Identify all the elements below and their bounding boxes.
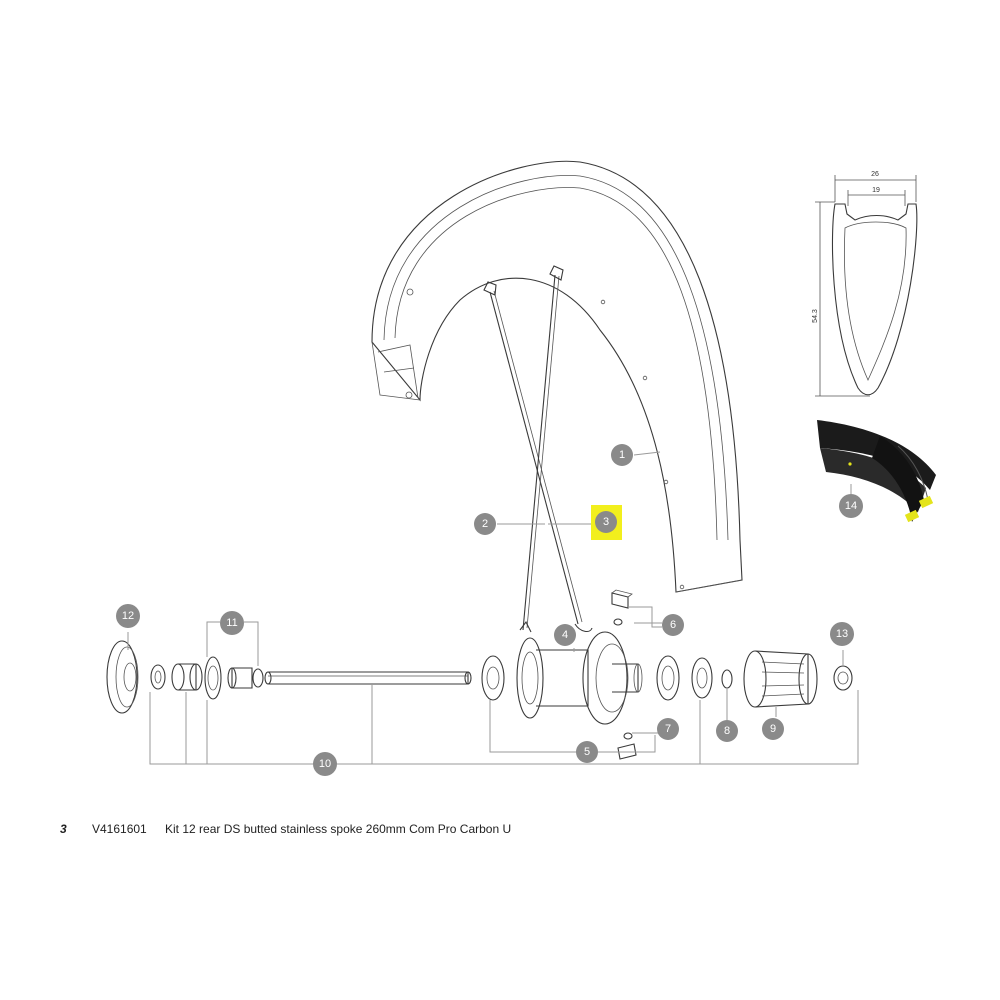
svg-text:13: 13 [836, 628, 848, 640]
caption-item-number: 3 [60, 822, 67, 836]
rim-profile-drawing: 26 19 54.3 [812, 171, 918, 397]
callout-4[interactable]: 4 [554, 624, 576, 646]
callout-11[interactable]: 11 [220, 611, 244, 635]
rim-height: 54.3 [812, 309, 819, 323]
callout-10[interactable]: 10 [313, 752, 337, 776]
callout-12[interactable]: 12 [116, 604, 140, 628]
svg-text:6: 6 [670, 619, 676, 631]
svg-text:5: 5 [584, 746, 590, 758]
svg-text:3: 3 [603, 516, 609, 528]
caption-reference-code: V4161601 [92, 822, 147, 836]
callout-7[interactable]: 7 [657, 718, 679, 740]
leader-lines [127, 451, 859, 765]
callout-14[interactable]: 14 [839, 494, 863, 518]
svg-text:10: 10 [319, 758, 331, 770]
svg-text:9: 9 [770, 723, 776, 735]
callout-5[interactable]: 5 [576, 741, 598, 763]
hub-assembly-drawing [106, 589, 853, 760]
callout-markers: 1 2 3 4 5 6 7 8 9 10 11 12 13 14 [116, 444, 863, 776]
callout-9[interactable]: 9 [762, 718, 784, 740]
svg-text:7: 7 [665, 723, 671, 735]
caption-part-description: Kit 12 rear DS butted stainless spoke 26… [165, 822, 512, 836]
rim-drawing [371, 160, 743, 593]
callout-1[interactable]: 1 [611, 444, 633, 466]
callout-8[interactable]: 8 [716, 720, 738, 742]
tire-drawing [817, 420, 936, 523]
svg-text:1: 1 [619, 449, 625, 461]
callout-13[interactable]: 13 [830, 622, 854, 646]
svg-text:14: 14 [845, 500, 857, 512]
rim-outer-width: 26 [871, 171, 879, 178]
callout-3[interactable]: 3 [595, 511, 617, 533]
svg-text:8: 8 [724, 725, 730, 737]
part-caption-row: 3 V4161601 Kit 12 rear DS butted stainle… [0, 822, 1000, 842]
svg-text:4: 4 [562, 629, 568, 641]
spokes-drawing [483, 265, 593, 633]
rim-inner-width: 19 [872, 187, 880, 194]
callout-2[interactable]: 2 [474, 513, 496, 535]
svg-text:11: 11 [226, 617, 237, 629]
callout-6[interactable]: 6 [662, 614, 684, 636]
svg-text:2: 2 [482, 518, 488, 530]
svg-text:12: 12 [122, 610, 134, 622]
